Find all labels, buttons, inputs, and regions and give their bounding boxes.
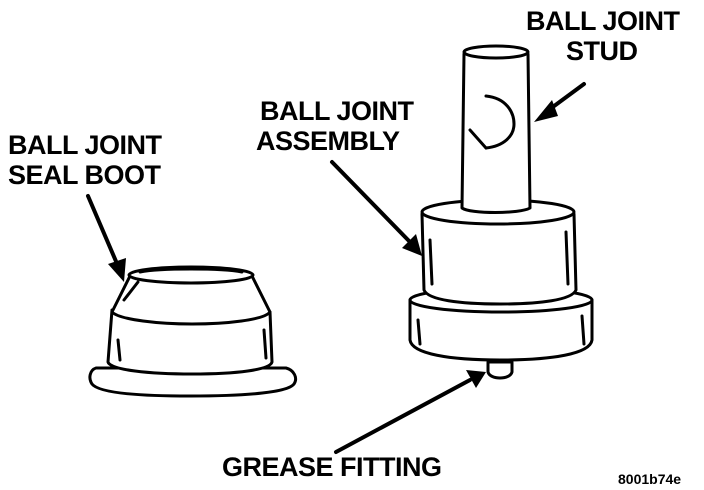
- label-ball-joint-seal-boot-line2: SEAL BOOT: [8, 160, 162, 190]
- figure-code: 8001b74e: [618, 471, 681, 487]
- label-ball-joint-stud-line1: BALL JOINT: [526, 6, 681, 36]
- label-ball-joint-assembly-line2: ASSEMBLY: [256, 126, 400, 156]
- arrow-grease-fitting: [334, 370, 486, 454]
- arrow-ball-joint-stud: [534, 82, 586, 122]
- label-ball-joint-stud-line2: STUD: [566, 36, 638, 66]
- arrow-ball-joint-assembly: [330, 160, 422, 256]
- seal-boot-flange: [88, 366, 298, 398]
- arrow-ball-joint-seal-boot: [86, 194, 126, 282]
- ball-joint-stud-flat: [484, 94, 516, 150]
- grease-fitting-nipple: [486, 360, 514, 380]
- label-ball-joint-seal-boot-line1: BALL JOINT: [8, 130, 163, 160]
- housing-upper-body: [420, 212, 578, 306]
- housing-lower-body: [408, 298, 594, 362]
- seal-boot-illustration: [88, 265, 298, 398]
- ball-joint-assembly-illustration: [408, 44, 594, 380]
- seal-boot-body: [106, 308, 274, 376]
- ball-joint-stud-shaft: [460, 52, 532, 214]
- label-grease-fitting: GREASE FITTING: [222, 452, 442, 482]
- seal-boot-cone: [110, 274, 272, 326]
- label-ball-joint-assembly-line1: BALL JOINT: [260, 96, 415, 126]
- ball-joint-stud-top: [462, 44, 530, 60]
